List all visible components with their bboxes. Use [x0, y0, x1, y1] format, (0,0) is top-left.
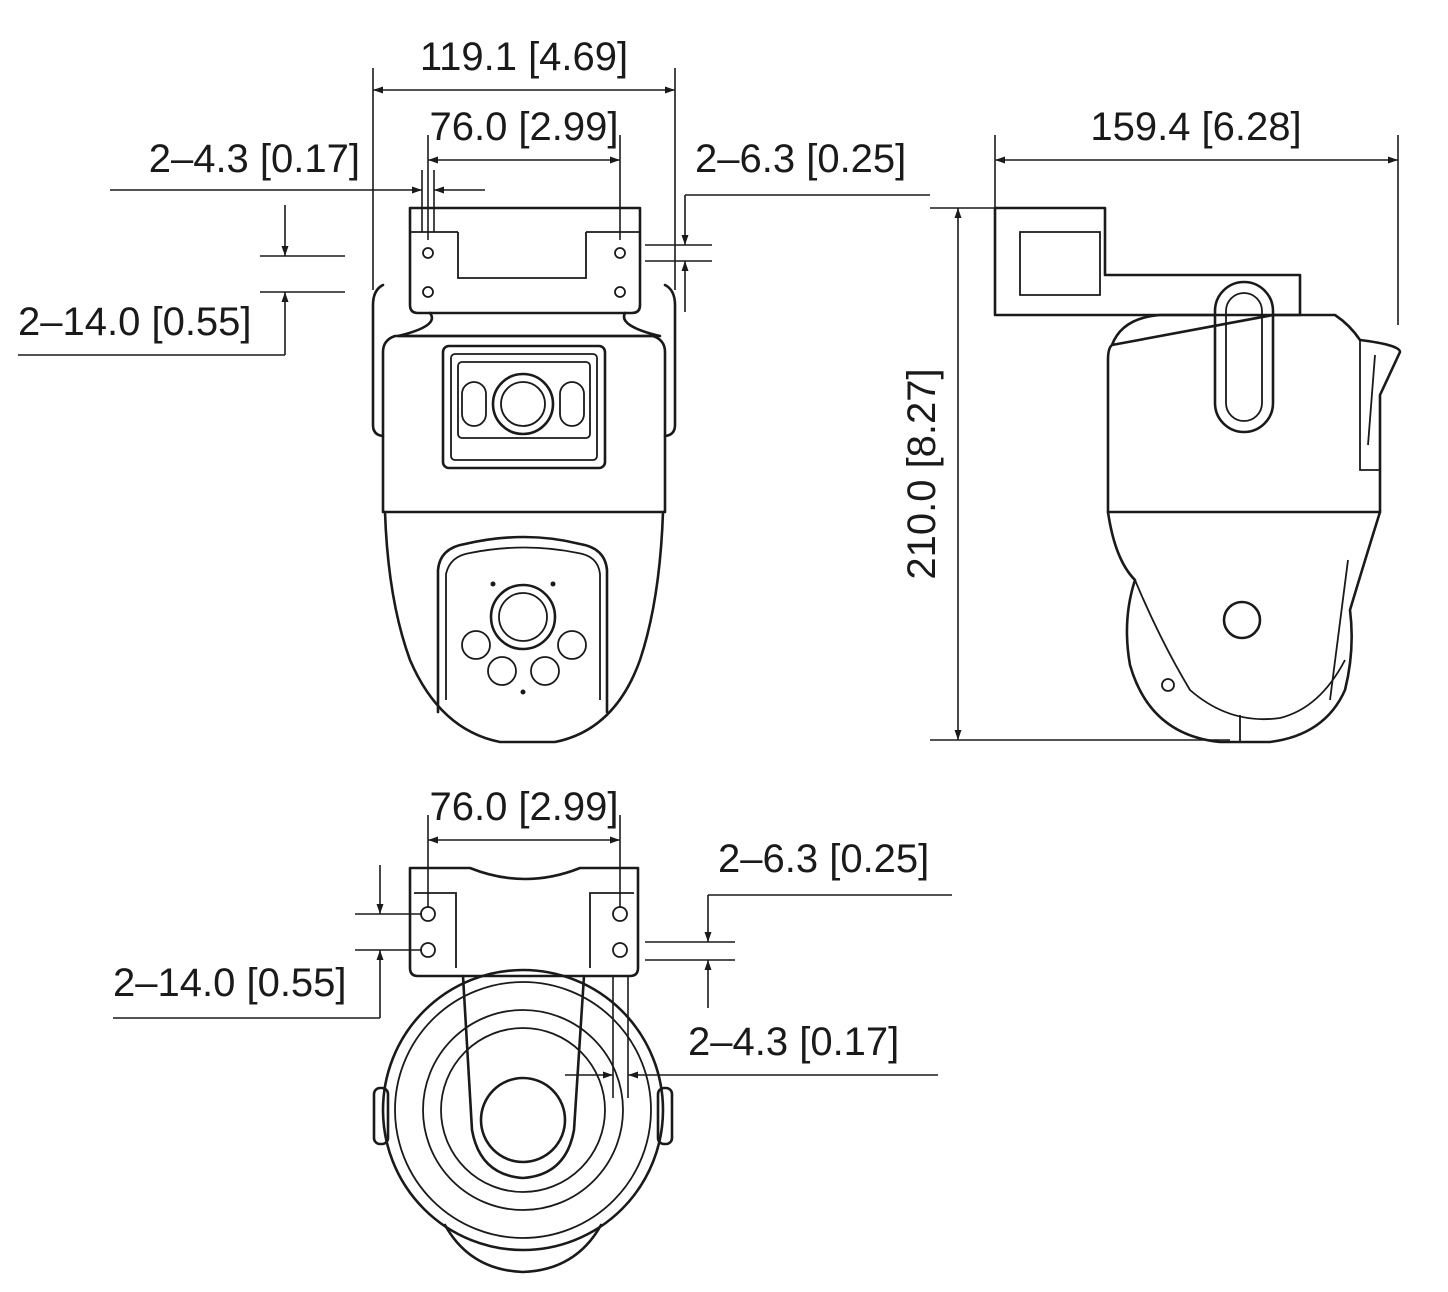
front-dimensions: 119.1 [4.69] 76.0 [2.99] 2–4.3 [0.17] 2–… — [18, 35, 930, 356]
mount-strap — [1213, 280, 1275, 434]
hole-spacing-label: 76.0 [2.99] — [429, 105, 618, 149]
ir-led-icon — [461, 630, 491, 660]
ptz-lens-icon — [489, 583, 557, 651]
fixed-lens-icon — [491, 372, 555, 436]
bracket-hole-icon — [614, 247, 626, 259]
bracket-hole-icon — [422, 286, 434, 298]
side-dimensions: 159.4 [6.28] 210.0 [8.27] — [900, 105, 1399, 741]
slot-length-label: 2–14.0 [0.55] — [18, 300, 252, 344]
bracket-hole-icon — [422, 247, 434, 259]
side-lens-icon — [1222, 600, 1262, 640]
overall-width-label: 119.1 [4.69] — [420, 35, 628, 79]
small-hole-label: 2–4.3 [0.17] — [149, 137, 360, 181]
right-antenna — [663, 283, 677, 438]
bottom-dimensions: 76.0 [2.99] 2–14.0 [0.55] 2–6.3 [0.25] 2… — [113, 785, 952, 1098]
bottom-mount-plate — [408, 866, 640, 978]
bottom-arm — [461, 974, 586, 1180]
bottom-large-hole-label: 2–6.3 [0.25] — [718, 837, 929, 881]
bottom-body — [381, 968, 665, 1252]
ir-led-icon — [461, 381, 487, 427]
front-bracket — [408, 206, 642, 315]
mount-hole-icon — [612, 906, 628, 922]
bottom-slot-length-label: 2–14.0 [0.55] — [113, 961, 347, 1005]
mount-hole-icon — [420, 906, 436, 922]
bottom-small-hole-label: 2–4.3 [0.17] — [688, 1020, 899, 1064]
upper-housing — [381, 334, 667, 514]
side-ptz-dome — [1106, 510, 1382, 744]
fixed-camera-window — [441, 344, 607, 470]
depth-label: 159.4 [6.28] — [1090, 105, 1301, 149]
bottom-hole-spacing-label: 76.0 [2.99] — [429, 785, 618, 829]
ir-led-icon — [559, 381, 585, 427]
mount-hole-icon — [420, 942, 436, 958]
left-antenna — [371, 283, 385, 438]
large-hole-label: 2–6.3 [0.25] — [695, 137, 906, 181]
side-upper-housing — [1106, 313, 1402, 514]
left-knob — [372, 1086, 390, 1146]
ir-led-icon — [487, 656, 517, 686]
side-view — [993, 206, 1402, 744]
front-view — [371, 206, 677, 744]
side-bracket — [993, 206, 1302, 317]
ir-led-icon — [557, 630, 587, 660]
ptz-dome — [383, 510, 665, 744]
ir-led-icon — [530, 656, 560, 686]
bracket-hole-icon — [614, 286, 626, 298]
right-knob — [656, 1086, 674, 1146]
bottom-lens-icon — [479, 1076, 567, 1164]
bottom-view — [372, 866, 674, 1274]
mount-hole-icon — [612, 942, 628, 958]
height-label: 210.0 [8.27] — [900, 368, 944, 579]
